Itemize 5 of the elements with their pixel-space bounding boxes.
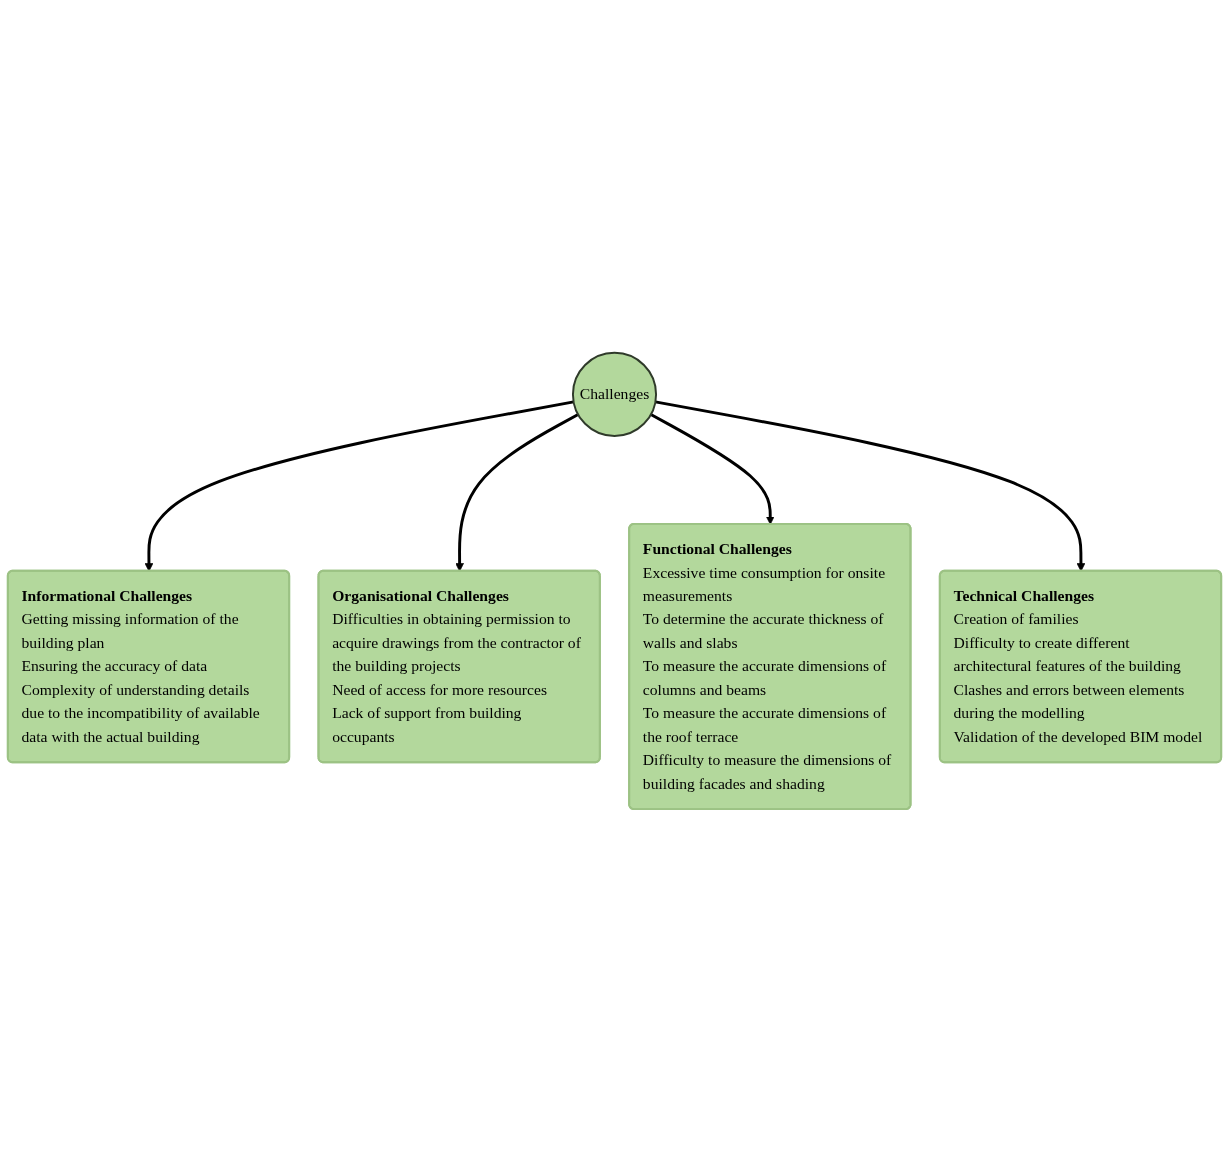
node-circle: Challenges [571, 351, 658, 437]
arrow [650, 413, 775, 525]
arrow [455, 413, 579, 572]
arrow [655, 400, 1086, 572]
arrow [144, 400, 574, 572]
